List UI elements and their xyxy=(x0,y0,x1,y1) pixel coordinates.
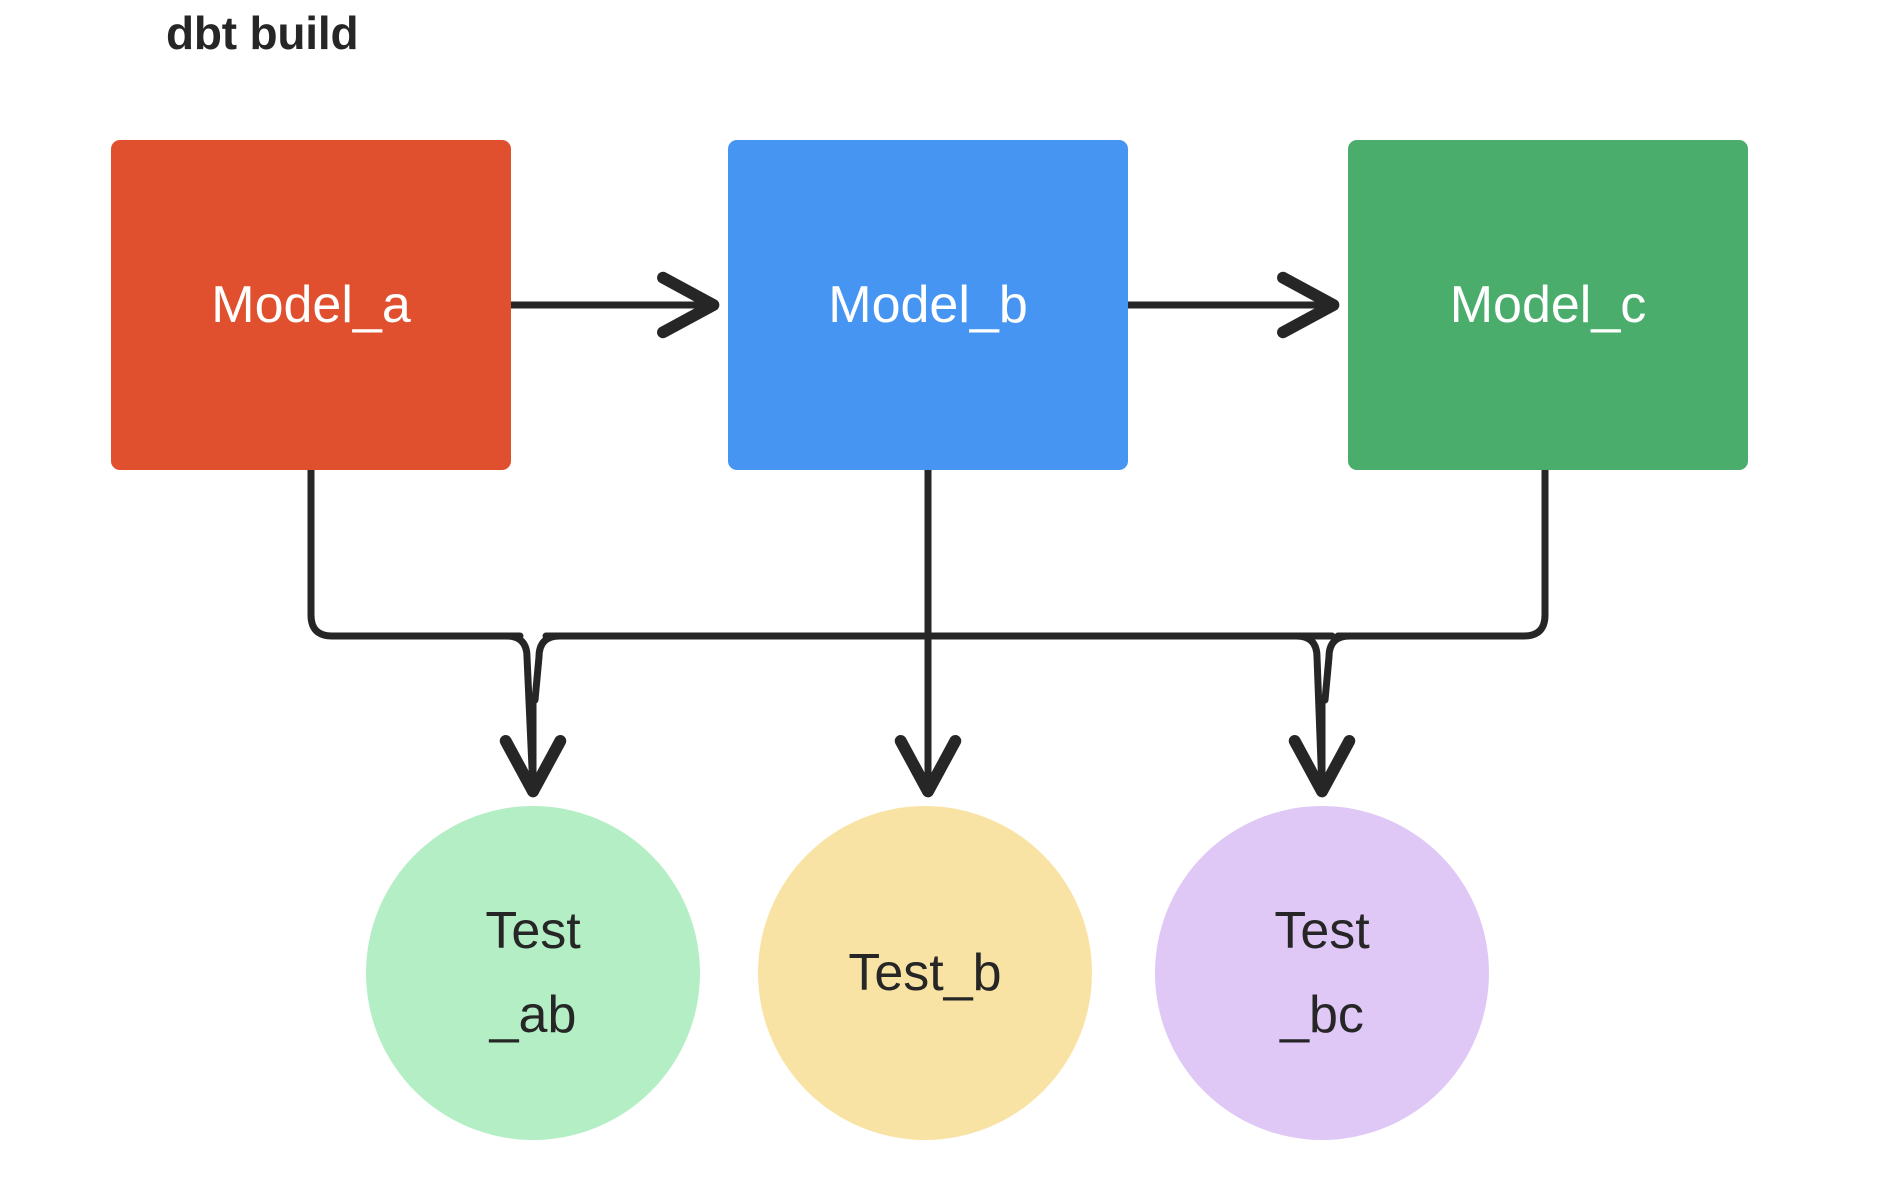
node-test-bc[interactable]: Test _bc xyxy=(1155,806,1489,1140)
node-model-c[interactable]: Model_c xyxy=(1348,140,1748,470)
node-test-ab[interactable]: Test _ab xyxy=(366,806,700,1140)
node-model-a-label: Model_a xyxy=(211,276,411,334)
node-test-bc-label-line2: _bc xyxy=(1280,986,1364,1044)
node-model-c-label: Model_c xyxy=(1449,276,1647,334)
page-title: dbt build xyxy=(166,7,359,59)
edge-model-a-to-bus xyxy=(307,466,524,640)
node-test-ab-label-line1: Test xyxy=(485,901,581,960)
node-test-b[interactable]: Test_b xyxy=(758,806,1092,1140)
node-model-a[interactable]: Model_a xyxy=(111,140,511,470)
node-model-b[interactable]: Model_b xyxy=(728,140,1128,470)
node-model-b-label: Model_b xyxy=(828,276,1028,334)
node-test-bc-label-line1: Test xyxy=(1274,901,1370,960)
edge-bus-to-test-bc xyxy=(1288,632,1356,798)
edge-bus-to-test-ab xyxy=(499,632,567,798)
node-test-ab-label-line2: _ab xyxy=(489,986,577,1044)
node-test-b-label-line1: Test_b xyxy=(848,943,1002,1002)
edge-model-c-to-bus xyxy=(1334,466,1549,640)
